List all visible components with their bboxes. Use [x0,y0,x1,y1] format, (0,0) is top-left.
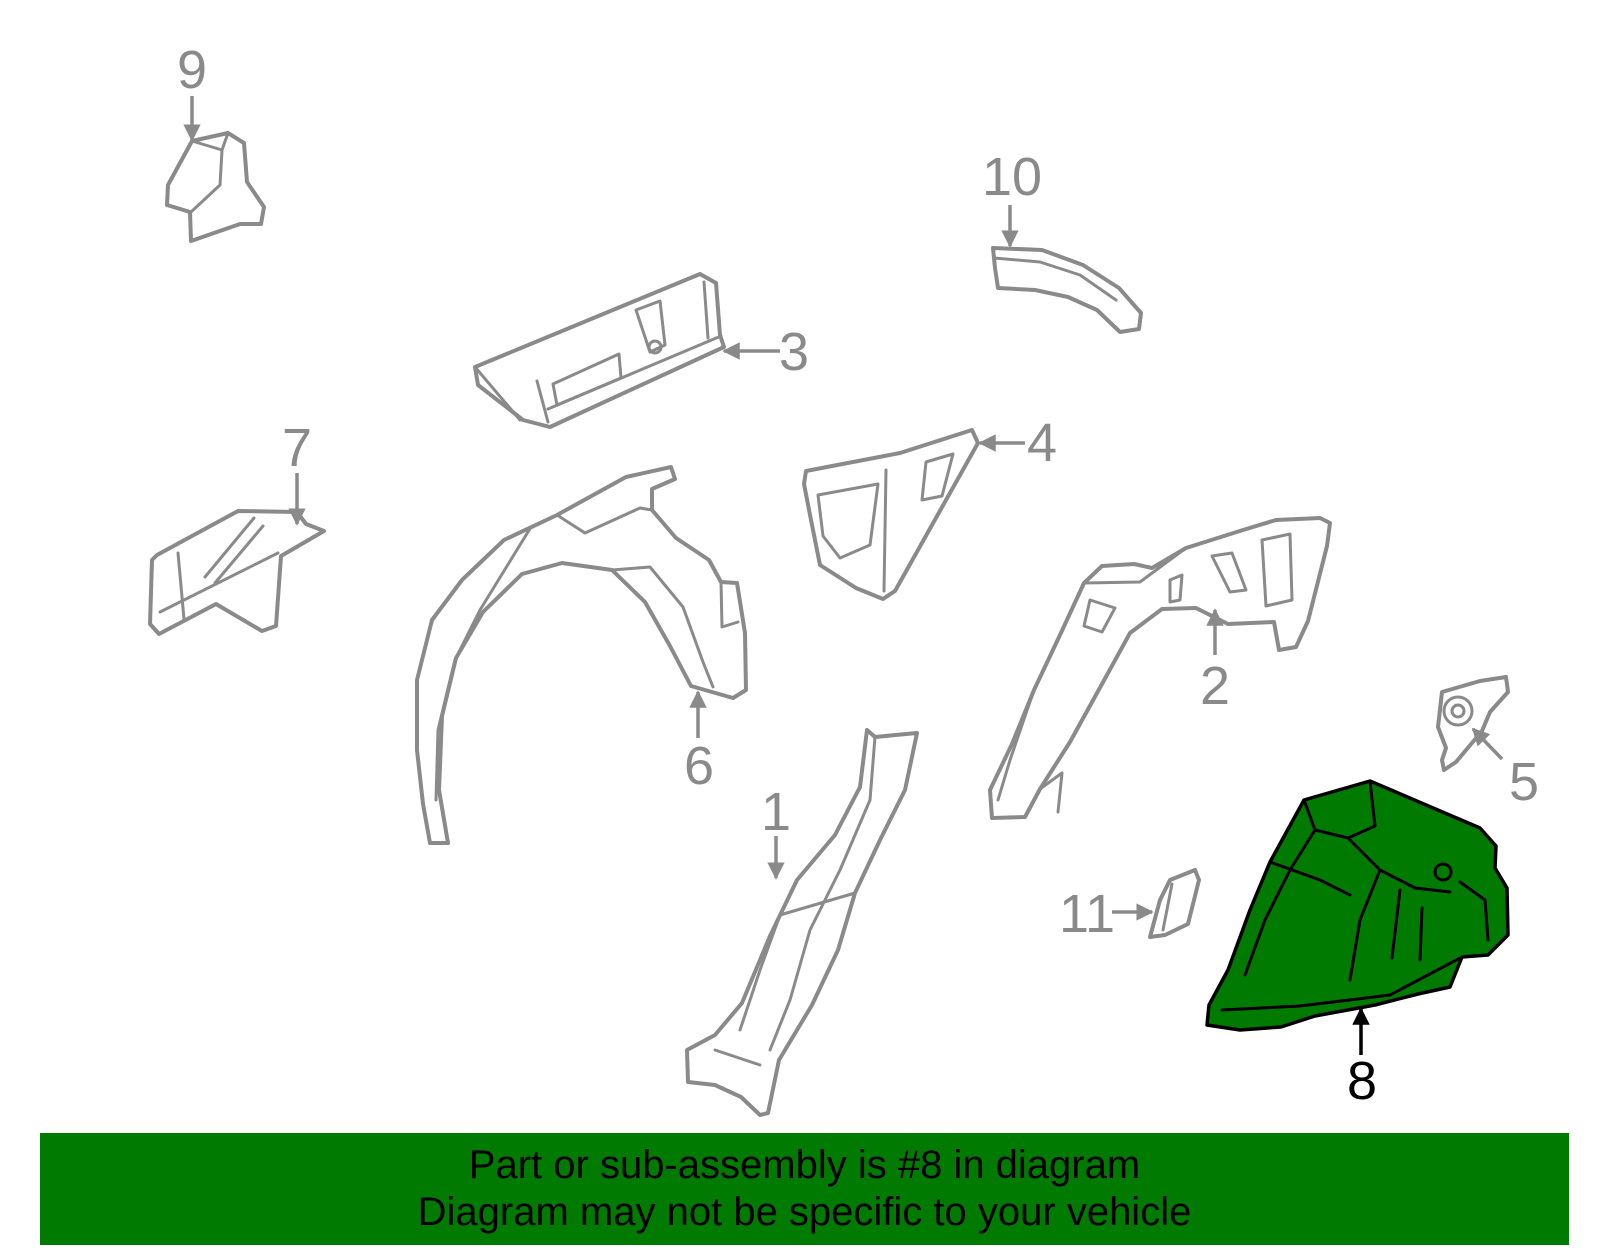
callout-2: 2 [1200,656,1230,716]
callout-8: 8 [1347,1051,1377,1111]
part-3 [473,272,726,429]
part-2 [988,516,1332,820]
callout-4: 4 [1027,413,1057,473]
part-7 [148,509,326,636]
banner-line-2: Diagram may not be specific to your vehi… [417,1190,1192,1234]
callout-6: 6 [684,736,714,796]
callout-3: 3 [779,322,809,382]
callout-labels: 9 10 3 4 7 6 2 5 1 11 8 [177,40,1539,1111]
callout-5: 5 [1509,752,1539,812]
callout-10: 10 [982,147,1042,207]
part-6 [415,465,748,845]
part-1 [685,728,919,1117]
callout-1: 1 [761,782,791,842]
part-9 [165,131,266,243]
callout-11: 11 [1059,884,1115,944]
callout-9: 9 [177,40,207,100]
part-5 [1436,675,1510,772]
banner-line-1: Part or sub-assembly is #8 in diagram [468,1143,1141,1187]
part-4 [802,428,980,601]
part-8-highlighted [1205,779,1510,1032]
leader-5 [1471,727,1504,761]
callout-7: 7 [282,418,312,478]
info-banner: Part or sub-assembly is #8 in diagram Di… [40,1133,1569,1245]
leader-lines [183,96,1504,1055]
part-11 [1148,868,1201,939]
part-10 [991,246,1143,334]
